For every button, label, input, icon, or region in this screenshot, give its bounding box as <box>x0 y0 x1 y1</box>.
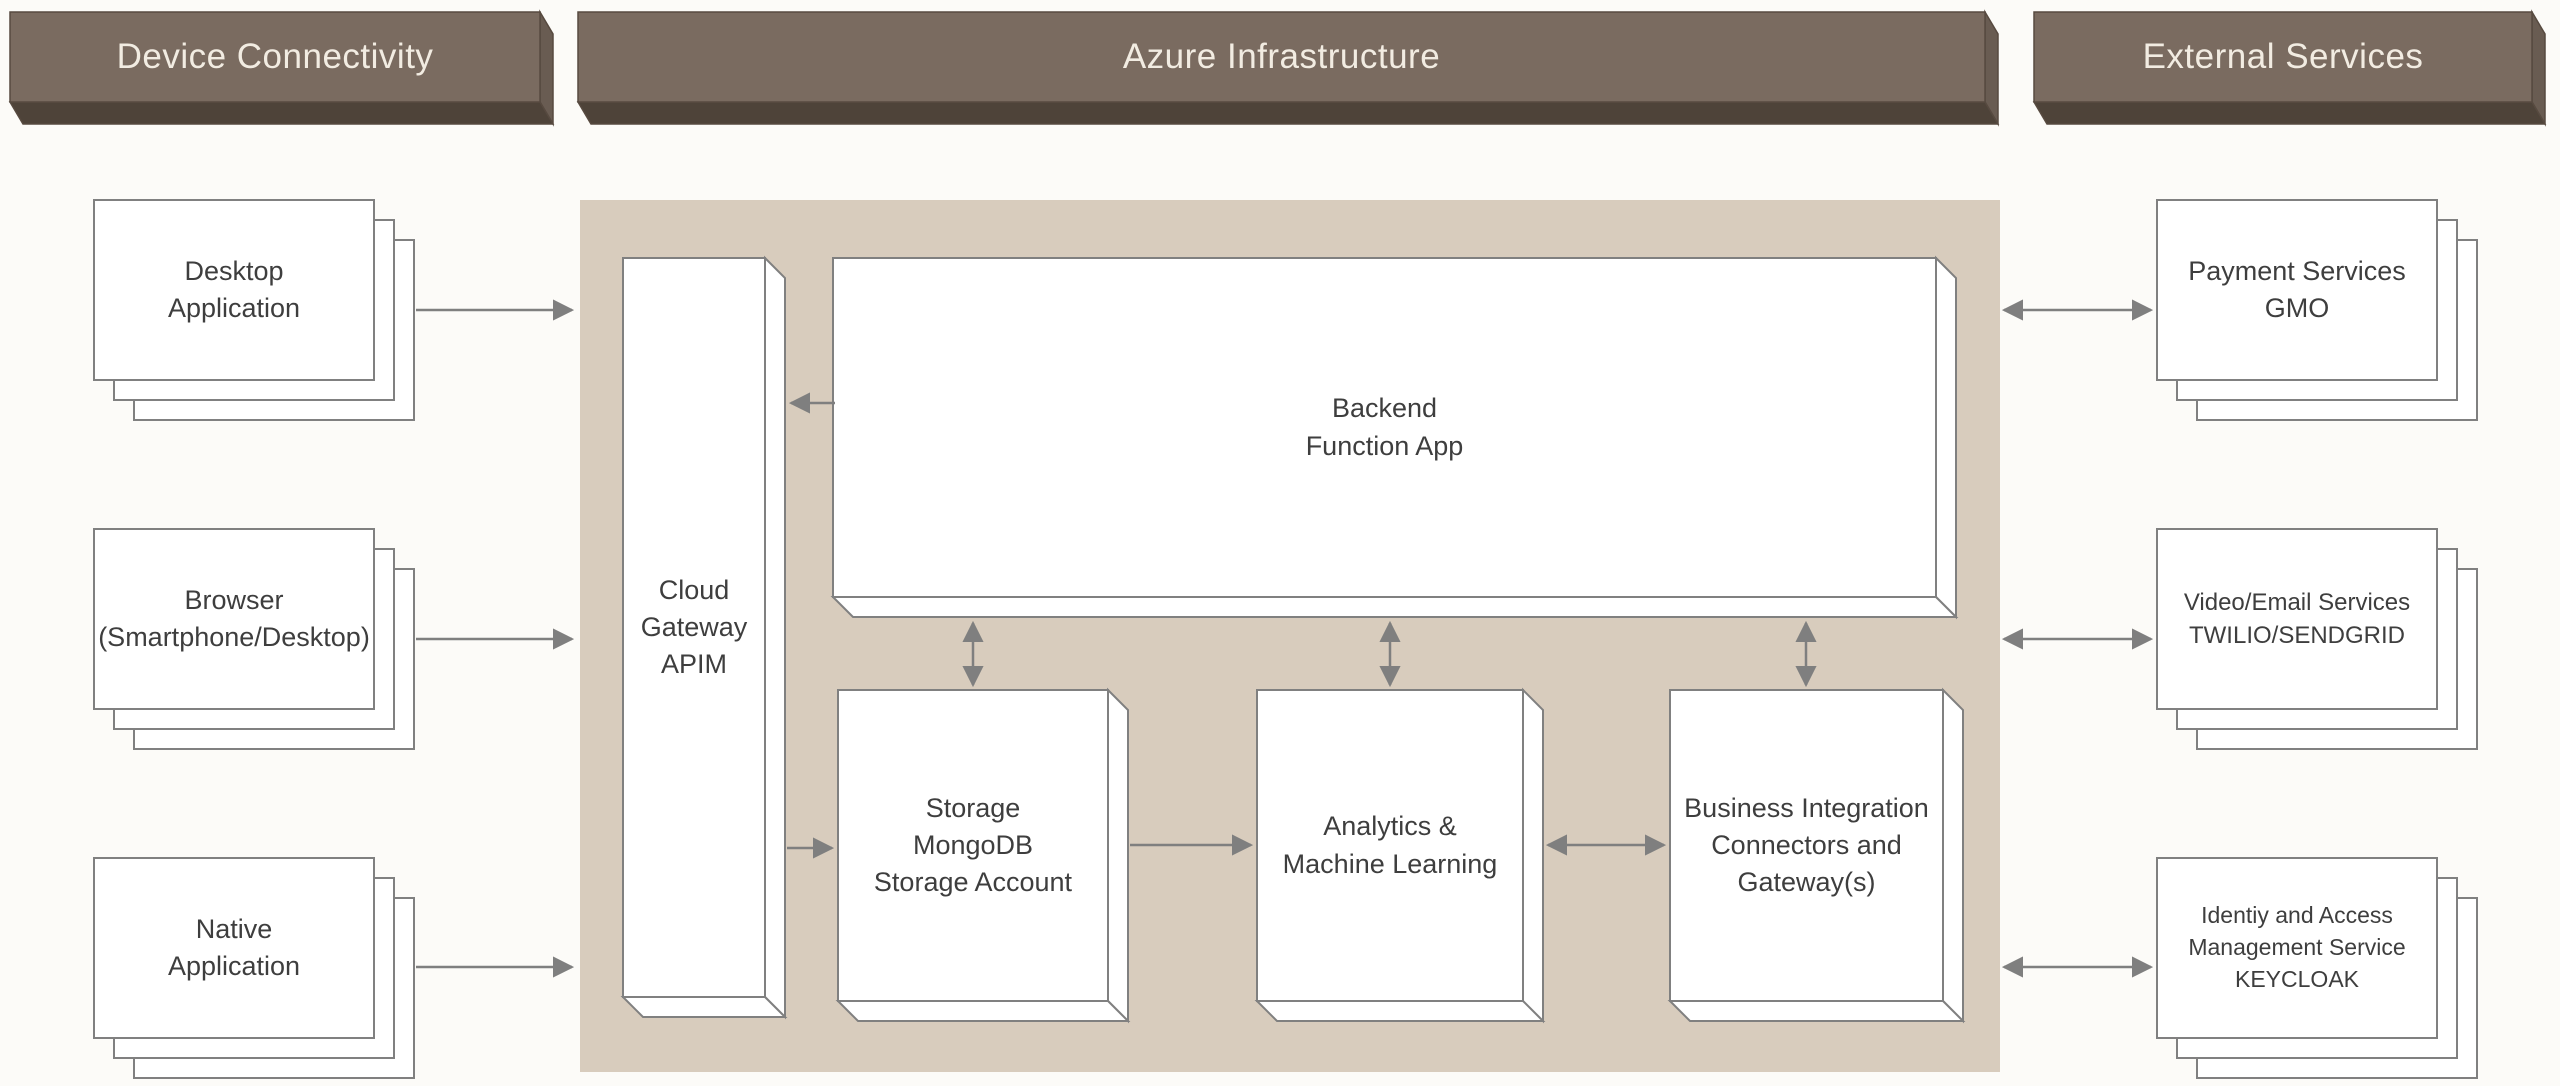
azure-infrastructure-header-shape <box>576 9 2000 127</box>
business-integration-node <box>1667 687 1966 1024</box>
native-application-node <box>93 857 415 1079</box>
backend-function-app-node <box>830 255 1959 620</box>
payment-services-node <box>2156 199 2478 421</box>
storage-mongodb-node <box>835 687 1131 1024</box>
desktop-application-node <box>93 199 415 421</box>
identity-management-node <box>2156 857 2478 1079</box>
cloud-gateway-apim-node <box>620 255 788 1020</box>
browser-node <box>93 528 415 750</box>
external-services-header-shape <box>2032 9 2547 127</box>
analytics-ml-node <box>1254 687 1546 1024</box>
device-connectivity-header-shape <box>8 9 555 127</box>
video-email-services-node <box>2156 528 2478 750</box>
